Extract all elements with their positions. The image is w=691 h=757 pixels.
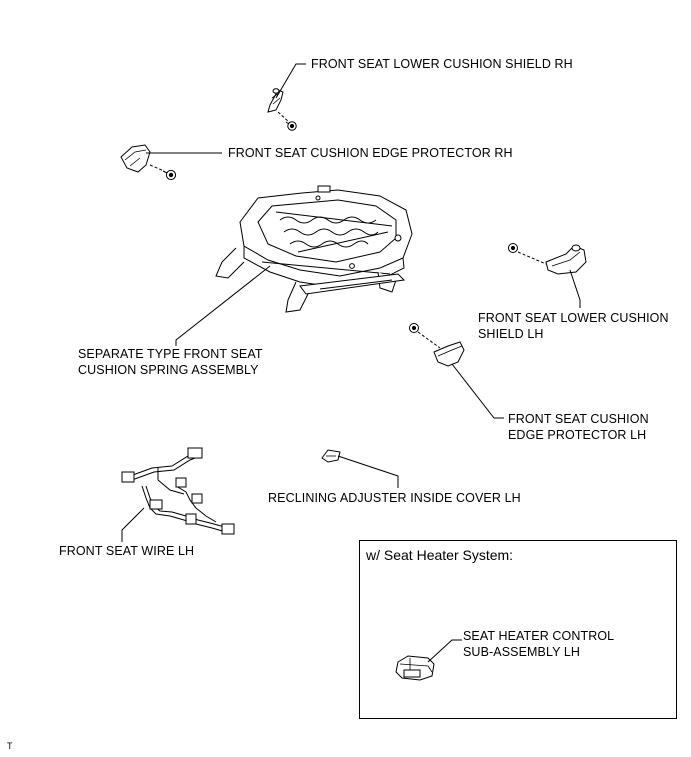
screw-icon bbox=[285, 121, 297, 131]
lower-cushion-shield-lh-part bbox=[508, 243, 587, 275]
leader-cushion-spring-assembly bbox=[175, 265, 271, 346]
lower-cushion-shield-rh-part bbox=[267, 88, 297, 131]
reclining-adjuster-cover-lh-part bbox=[321, 449, 341, 463]
label-lower-cushion-shield-rh: FRONT SEAT LOWER CUSHION SHIELD RH bbox=[311, 57, 573, 71]
leader-cushion-edge-protector-lh bbox=[451, 363, 504, 419]
label-cushion-edge-protector-lh: FRONT SEAT CUSHION EDGE PROTECTOR LH bbox=[508, 412, 649, 442]
leader-lower-cushion-shield-rh bbox=[275, 63, 306, 99]
seat-heater-control-lh-part bbox=[395, 655, 435, 681]
label-reclining-adjuster-cover-lh: RECLINING ADJUSTER INSIDE COVER LH bbox=[268, 491, 521, 505]
footer-code: T bbox=[7, 741, 13, 751]
label-cushion-spring-assembly: SEPARATE TYPE FRONT SEAT CUSHION SPRING … bbox=[78, 347, 263, 377]
cushion-edge-protector-lh-part bbox=[409, 323, 465, 367]
cushion-edge-protector-rh-part bbox=[120, 144, 177, 181]
label-cushion-edge-protector-rh: FRONT SEAT CUSHION EDGE PROTECTOR RH bbox=[228, 146, 513, 160]
leader-reclining-adjuster-cover-lh bbox=[337, 455, 399, 488]
seat-heater-inset: w/ Seat Heater System: bbox=[359, 540, 677, 719]
cushion-spring-assembly-part bbox=[215, 185, 413, 313]
leader-seat-heater-control-lh bbox=[427, 639, 462, 663]
label-seat-wire-lh: FRONT SEAT WIRE LH bbox=[59, 544, 195, 558]
leader-seat-wire-lh bbox=[121, 507, 145, 542]
inset-title: w/ Seat Heater System: bbox=[366, 547, 514, 563]
screw-icon bbox=[409, 323, 419, 333]
label-seat-heater-control-lh: SEAT HEATER CONTROL SUB-ASSEMBLY LH bbox=[463, 629, 615, 659]
seat-wire-lh-part bbox=[121, 447, 235, 535]
label-lower-cushion-shield-lh: FRONT SEAT LOWER CUSHION SHIELD LH bbox=[478, 311, 669, 341]
leader-lower-cushion-shield-lh bbox=[569, 269, 581, 308]
screw-icon bbox=[162, 169, 177, 181]
screw-icon bbox=[508, 243, 518, 253]
